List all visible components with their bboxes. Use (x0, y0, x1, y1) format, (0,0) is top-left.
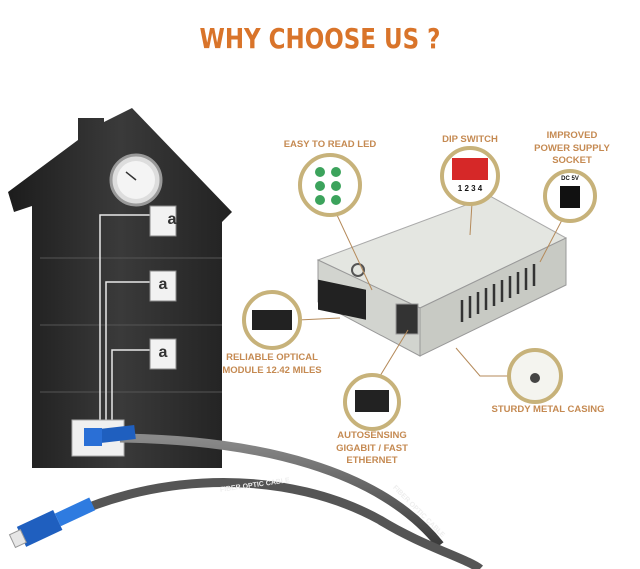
sc-connector-plugged (84, 428, 102, 446)
casing-label: STURDY METAL CASING (491, 404, 605, 415)
panel-logo-1: a (167, 211, 177, 228)
panel-1 (149, 205, 177, 237)
panel-logo-3: a (158, 344, 168, 361)
house (8, 108, 232, 468)
page-title: WHY CHOOSE US ? (199, 22, 441, 55)
label-line: RELIABLE OPTICAL (226, 352, 318, 363)
label-line: ETHERNET (346, 455, 398, 466)
casing-callout (507, 348, 563, 404)
label-line: AUTOSENSING (337, 430, 407, 441)
dip-switch-label: DIP SWITCH (442, 134, 498, 145)
ethernet-label: AUTOSENSING GIGABIT / FAST ETHERNET (336, 430, 408, 468)
label-line: GIGABIT / FAST (336, 442, 408, 454)
label-line: IMPROVED (546, 130, 598, 141)
dip-switch-numbers: 1 2 3 4 (457, 184, 483, 193)
optical-port (318, 279, 366, 320)
led-label: EASY TO READ LED (283, 139, 377, 150)
optical-module-label: RELIABLE OPTICAL MODULE 12.42 MILES (222, 352, 321, 377)
panel-logo-2: a (158, 276, 168, 293)
socket-text: DC 5V (561, 176, 579, 182)
rj45-port (395, 303, 419, 335)
gauge-icon (109, 153, 163, 207)
label-line: SOCKET (552, 155, 592, 166)
ethernet-callout (343, 373, 401, 431)
dip-switch-callout (440, 146, 500, 206)
label-line: POWER SUPPLY (534, 142, 610, 154)
logo (351, 263, 365, 277)
panel-3 (149, 338, 177, 370)
panel-2 (149, 270, 177, 302)
media-converter-device (316, 195, 568, 357)
power-socket-label: IMPROVED POWER SUPPLY SOCKET (534, 130, 610, 168)
fiber-optic-cable (8, 425, 484, 569)
optical-module-callout (242, 290, 302, 350)
sc-connector (8, 497, 96, 549)
power-socket-callout (543, 169, 597, 223)
led-callout (298, 153, 362, 217)
label-line: MODULE 12.42 MILES (222, 364, 322, 376)
